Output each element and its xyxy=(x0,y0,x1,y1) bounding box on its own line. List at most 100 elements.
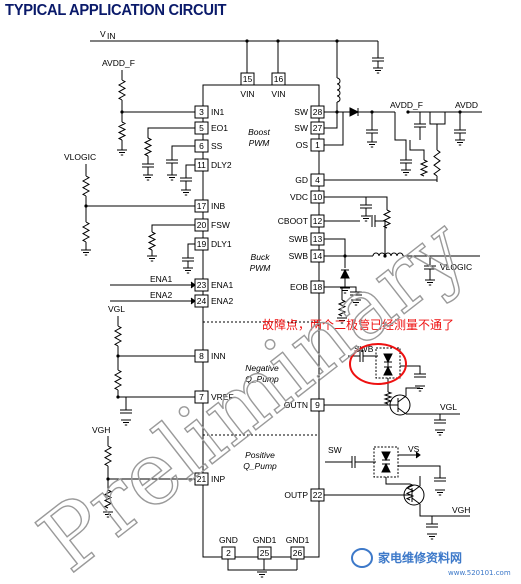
pin-box xyxy=(240,72,255,86)
wire xyxy=(366,196,388,210)
pin-box xyxy=(310,214,325,228)
pin-name: IN1 xyxy=(211,107,225,117)
pin-number: 2 xyxy=(226,548,231,558)
net-label-vgh-right: VGH xyxy=(452,505,470,515)
pin-number: 25 xyxy=(260,548,270,558)
pin-number: 21 xyxy=(197,474,207,484)
wire xyxy=(324,112,338,129)
pin-box xyxy=(310,488,325,502)
wire xyxy=(121,100,195,113)
pin-number: 20 xyxy=(197,220,207,230)
pin-box xyxy=(194,278,209,292)
resistor xyxy=(113,325,123,347)
pin-name: OUTN xyxy=(284,400,308,410)
pin-number: 6 xyxy=(199,141,204,151)
resistor xyxy=(433,149,441,177)
net-label-vin: V xyxy=(100,29,106,39)
pin-name: DLY2 xyxy=(211,160,232,170)
resistor xyxy=(81,175,91,197)
wire xyxy=(171,145,195,160)
wire xyxy=(227,559,297,571)
page-title: TYPICAL APPLICATION CIRCUIT xyxy=(5,2,227,19)
junction-dot xyxy=(406,110,410,114)
transistor-body xyxy=(389,394,411,416)
pin-name: SS xyxy=(211,141,223,151)
pin-number: 14 xyxy=(313,251,323,261)
arrow xyxy=(190,297,196,305)
wire xyxy=(405,387,420,396)
dual-diode-package xyxy=(375,347,401,379)
pin-name: INP xyxy=(211,474,226,484)
pin-box xyxy=(290,546,305,560)
wire xyxy=(187,243,195,258)
net-label-ena2: ENA2 xyxy=(150,290,172,300)
pin-name: ENA1 xyxy=(211,280,233,290)
pin-box xyxy=(194,121,209,135)
pin-box xyxy=(257,546,272,560)
transistor-emitter xyxy=(397,407,407,415)
net-label-vgh-left: VGH xyxy=(92,425,110,435)
pin-number: 15 xyxy=(243,74,253,84)
components xyxy=(81,57,466,578)
pin-number: 13 xyxy=(313,234,323,244)
pin-number: 7 xyxy=(199,392,204,402)
pin-name: VIN xyxy=(240,89,254,99)
pin-name: INB xyxy=(211,201,226,211)
pin-number: 28 xyxy=(313,107,323,117)
pin-box xyxy=(221,546,236,560)
logo-url: www.520101.com xyxy=(448,569,511,577)
junction-dot xyxy=(116,354,120,358)
net-label-avdd-f-right: AVDD_F xyxy=(390,100,423,110)
resistor xyxy=(337,299,347,317)
block-label-negative: Negative xyxy=(245,363,279,373)
resistor xyxy=(113,369,123,391)
fault-annotation-text: 故障点，两个二极管已经测量不通了 xyxy=(262,317,454,332)
pin-box xyxy=(310,280,325,294)
diode xyxy=(383,353,393,364)
arrow xyxy=(190,281,196,289)
pin-name: VDC xyxy=(290,192,308,202)
pin-name: VIN xyxy=(271,89,285,99)
fault-highlight-circle xyxy=(349,343,407,385)
diode xyxy=(349,107,360,117)
pin-number: 27 xyxy=(313,123,323,133)
wire xyxy=(409,140,425,160)
diode xyxy=(340,268,350,279)
transistor-body xyxy=(403,484,425,506)
pin-box xyxy=(194,349,209,363)
pin-name: ENA2 xyxy=(211,296,233,306)
pin-number: 17 xyxy=(197,201,207,211)
block-label-buck: PWM xyxy=(250,263,272,273)
pin-box xyxy=(194,199,209,213)
net-label-vlogic-right: VLOGIC xyxy=(440,262,472,272)
pin-name: EOB xyxy=(290,282,308,292)
pin-box xyxy=(194,390,209,404)
pin-name: SWB xyxy=(289,234,309,244)
block-label-boost: PWM xyxy=(249,138,271,148)
pin-name: EO1 xyxy=(211,123,228,133)
pin-name: GND xyxy=(219,535,238,545)
pin-box xyxy=(310,173,325,187)
inductor xyxy=(372,252,404,257)
pin-box xyxy=(310,138,325,152)
block-label-negative: Q_Pump xyxy=(245,374,279,384)
junction-dot xyxy=(116,395,120,399)
net-label-vgl-right: VGL xyxy=(440,402,457,412)
net-label-vgl-left: VGL xyxy=(108,304,125,314)
wire xyxy=(429,112,446,125)
pin-number: 10 xyxy=(313,192,323,202)
wire xyxy=(324,196,367,205)
resistor xyxy=(419,159,429,177)
wire xyxy=(419,504,470,517)
pin-number: 9 xyxy=(315,400,320,410)
pin-number: 24 xyxy=(197,296,207,306)
net-label-vlogic-left: VLOGIC xyxy=(64,152,96,162)
pin-name: VREF xyxy=(211,392,234,402)
pin-number: 5 xyxy=(199,123,204,133)
logo-mark xyxy=(351,548,373,568)
pin-box xyxy=(194,294,209,308)
pin-box xyxy=(271,72,286,86)
resistor xyxy=(81,221,91,243)
net-label-vs: VS xyxy=(408,444,420,454)
pin-name: DLY1 xyxy=(211,239,232,249)
